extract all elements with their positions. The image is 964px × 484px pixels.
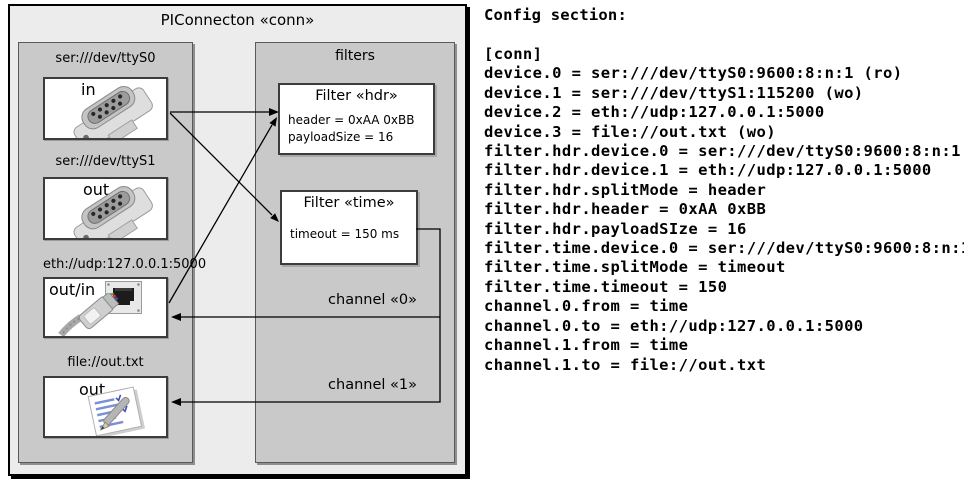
config-line: channel.1.to = file://out.txt xyxy=(484,355,767,374)
device-direction: out xyxy=(79,380,106,399)
config-line: filter.time.device.0 = ser:///dev/ttyS0:… xyxy=(484,239,964,258)
config-line: channel.0.from = time xyxy=(484,297,689,316)
config-line: filter.hdr.device.0 = ser:///dev/ttyS0:9… xyxy=(484,142,961,161)
device-box-eth: out/in xyxy=(43,277,168,338)
component-title: PIConnecton «conn» xyxy=(160,11,315,29)
device-box-ttys0: in xyxy=(43,77,168,140)
device-box-ttys1: out xyxy=(43,177,168,240)
config-line: filter.time.timeout = 150 xyxy=(484,277,728,296)
device-direction: in xyxy=(81,80,96,99)
ethernet-plug-icon xyxy=(58,293,120,336)
filter-box-hdr: Filter «hdr» header = 0xAA 0xBB payloadS… xyxy=(278,83,435,155)
config-line: filter.hdr.splitMode = header xyxy=(484,180,767,199)
device-label-ttys1: ser:///dev/ttyS1 xyxy=(55,154,156,169)
config-line: channel.1.from = time xyxy=(484,336,689,355)
config-line: device.3 = file://out.txt (wo) xyxy=(484,122,776,141)
filter-hdr-prop-payloadsize: payloadSize = 16 xyxy=(288,130,394,144)
device-direction: out/in xyxy=(49,280,96,299)
config-heading: Config section: xyxy=(484,6,627,24)
notepad-icon xyxy=(87,386,146,436)
serial-connector-icon xyxy=(73,85,153,138)
config-line: filter.time.splitMode = timeout xyxy=(484,258,786,277)
serial-connector-icon xyxy=(73,185,153,238)
device-box-file: out xyxy=(43,376,168,438)
config-line: device.0 = ser:///dev/ttyS0:9600:8:n:1 (… xyxy=(484,64,903,83)
config-line: channel.0.to = eth://udp:127.0.0.1:5000 xyxy=(484,316,864,335)
device-label-eth: eth://udp:127.0.0.1:5000 xyxy=(43,257,207,272)
filter-hdr-title: Filter «hdr» xyxy=(315,88,398,104)
config-line: filter.hdr.device.1 = eth://udp:127.0.0.… xyxy=(484,161,932,180)
filter-time-title: Filter «time» xyxy=(303,195,395,211)
config-line: filter.hdr.header = 0xAA 0xBB xyxy=(484,200,767,219)
channel-1-label: channel «1» xyxy=(328,377,417,393)
device-direction: out xyxy=(83,180,110,199)
filter-hdr-prop-header: header = 0xAA 0xBB xyxy=(288,113,415,127)
config-line: device.2 = eth://udp:127.0.0.1:5000 xyxy=(484,103,825,122)
config-line: [conn] xyxy=(484,45,543,63)
filter-box-time: Filter «time» timeout = 150 ms xyxy=(280,190,418,265)
device-label-file: file://out.txt xyxy=(67,355,144,370)
device-label-ttys0: ser:///dev/ttyS0 xyxy=(55,51,156,66)
channel-0-label: channel «0» xyxy=(328,292,417,308)
config-section: Config section: [conn] device.0 = ser://… xyxy=(484,5,964,375)
config-line: device.1 = ser:///dev/ttyS1:115200 (wo) xyxy=(484,83,864,102)
filters-panel-title: filters xyxy=(335,48,375,64)
filter-time-prop-timeout: timeout = 150 ms xyxy=(290,227,400,241)
config-line: filter.hdr.payloadSIze = 16 xyxy=(484,219,747,238)
